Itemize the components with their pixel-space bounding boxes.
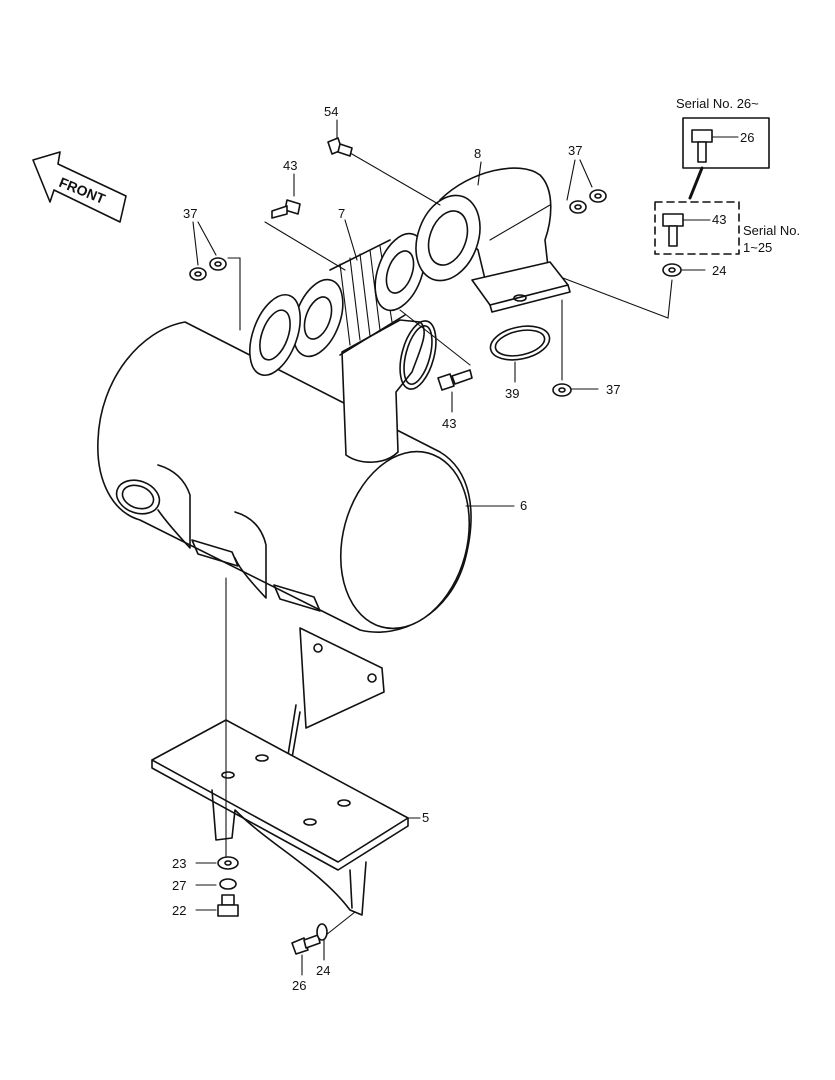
inset-serial-side-line2: 1~25: [743, 240, 772, 255]
callout-26-inset: 26: [740, 130, 754, 145]
callout-43-top: 43: [283, 158, 297, 173]
callout-7: 7: [338, 206, 345, 221]
callout-39: 39: [505, 386, 519, 401]
callout-24-bottom: 24: [316, 963, 330, 978]
callout-8: 8: [474, 146, 481, 161]
callout-43-mid: 43: [442, 416, 456, 431]
callout-24-inset: 24: [712, 263, 726, 278]
callout-37-left: 37: [183, 206, 197, 221]
callout-6: 6: [520, 498, 527, 513]
callout-37-bottom: 37: [606, 382, 620, 397]
front-arrow: FRONT: [32, 151, 127, 223]
callout-22: 22: [172, 903, 186, 918]
inset-serial-side-line1: Serial No.: [743, 223, 800, 238]
exhaust-elbow: [415, 167, 571, 313]
callout-43-inset: 43: [712, 212, 726, 227]
inset-serial-top-label: Serial No. 26~: [676, 96, 759, 111]
serial-inset: Serial No. 26~ 26 43 Serial No. 1~25 24: [654, 96, 800, 278]
callouts: 54 8 37 43 7 37 39 43 37 6 5 23 27 22 24…: [172, 104, 620, 993]
gasket-ring: [489, 325, 551, 361]
callout-23: 23: [172, 856, 186, 871]
fasteners: [189, 137, 607, 955]
front-label: FRONT: [57, 174, 108, 207]
mounting-bracket: [151, 627, 409, 916]
callout-5: 5: [422, 810, 429, 825]
callout-37-top: 37: [568, 143, 582, 158]
bellows-joint: [292, 232, 426, 358]
muffler: [97, 319, 472, 633]
callout-26-bottom: 26: [292, 978, 306, 993]
callout-27: 27: [172, 878, 186, 893]
leader-lines: [192, 119, 706, 976]
callout-54: 54: [324, 104, 338, 119]
left-flange: [249, 294, 301, 376]
